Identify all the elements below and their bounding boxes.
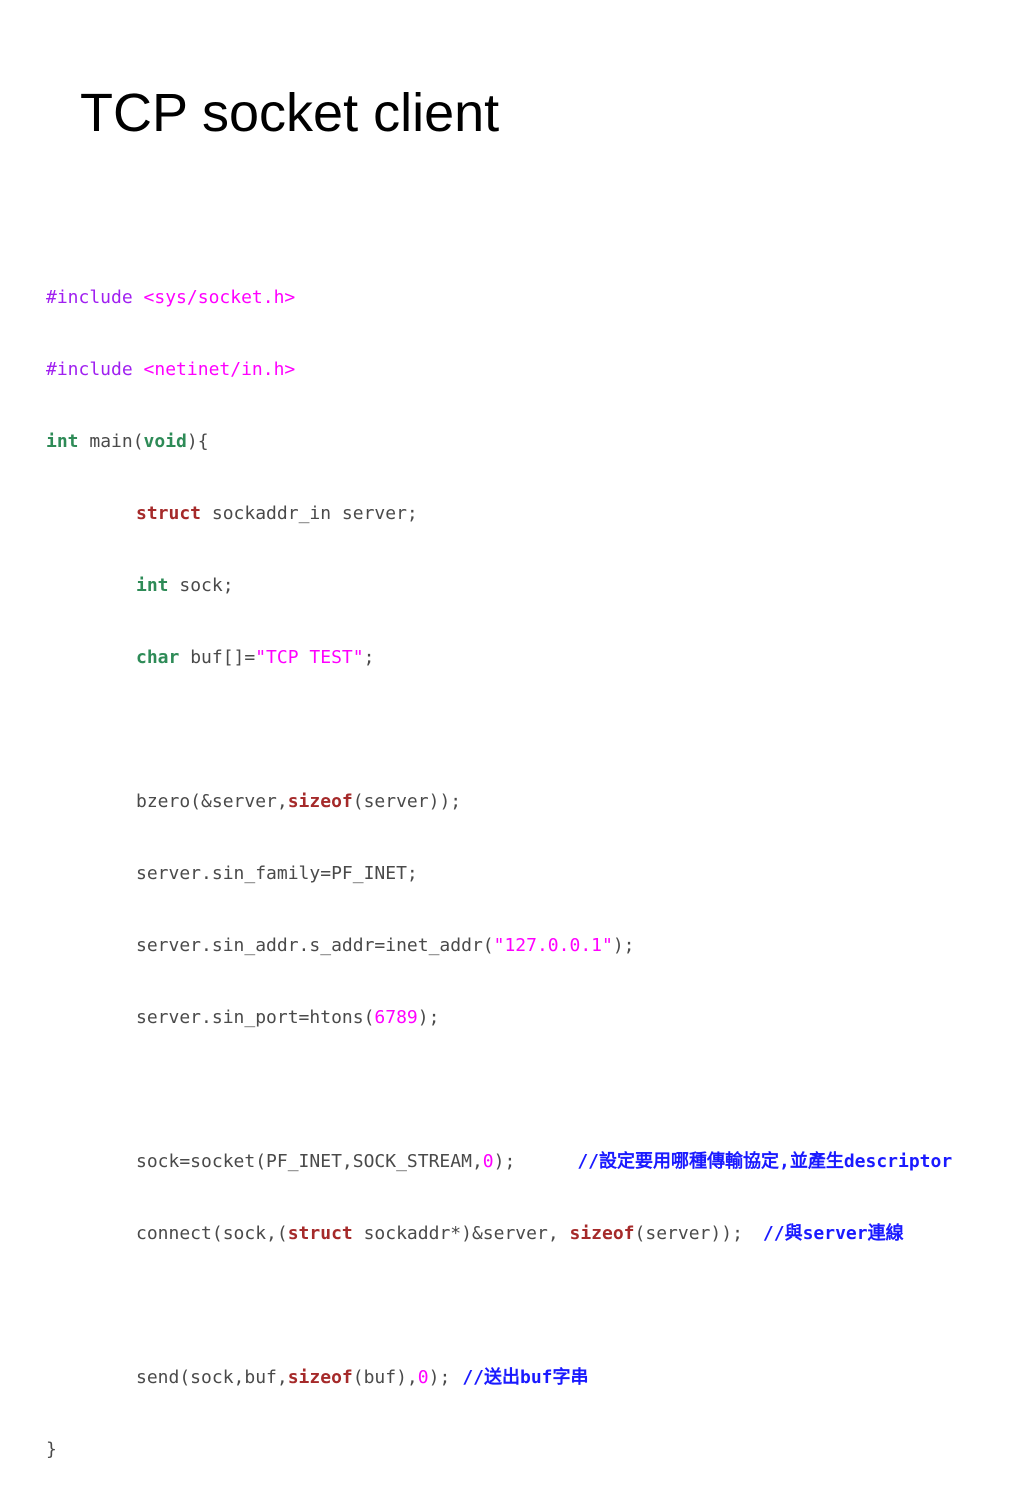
header-name: <sys/socket.h> <box>143 287 296 308</box>
keyword-sizeof: sizeof <box>287 1367 353 1388</box>
code-line-8: bzero(&server,sizeof(server)); <box>46 790 952 814</box>
code-text: buf[]= <box>179 647 256 668</box>
code-text: ); <box>612 935 635 956</box>
code-text: bzero(&server, <box>136 791 288 812</box>
number-literal: 0 <box>417 1367 429 1388</box>
code-line-16: send(sock,buf,sizeof(buf),0); //送出buf字串 <box>46 1366 952 1390</box>
code-line-17: } <box>46 1438 952 1462</box>
code-text: (server)); <box>352 791 462 812</box>
code-text: main( <box>78 431 144 452</box>
code-line-10: server.sin_addr.s_addr=inet_addr("127.0.… <box>46 934 952 958</box>
code-text: server.sin_port=htons( <box>136 1007 375 1028</box>
keyword-int: int <box>46 431 79 452</box>
code-line-blank <box>46 718 952 742</box>
code-text: sock=socket(PF_INET,SOCK_STREAM, <box>136 1151 483 1172</box>
code-line-blank <box>46 1078 952 1102</box>
code-text: ; <box>363 647 375 668</box>
code-line-3: int main(void){ <box>46 430 952 454</box>
code-text: server.sin_addr.s_addr=inet_addr( <box>136 935 494 956</box>
code-line-5: int sock; <box>46 574 952 598</box>
keyword-sizeof: sizeof <box>569 1223 635 1244</box>
code-block: #include <sys/socket.h> #include <netine… <box>46 238 952 1486</box>
code-text: sockaddr*)&server, <box>352 1223 570 1244</box>
keyword-char: char <box>136 647 180 668</box>
number-literal: 6789 <box>374 1007 418 1028</box>
code-text: (buf), <box>352 1367 418 1388</box>
code-text: sockaddr_in server; <box>201 503 418 524</box>
code-text: ); <box>417 1007 440 1028</box>
keyword-struct: struct <box>287 1223 353 1244</box>
slide-title: TCP socket client <box>80 83 500 143</box>
keyword-sizeof: sizeof <box>287 791 353 812</box>
code-line-2: #include <netinet/in.h> <box>46 358 952 382</box>
code-comment: //送出buf字串 <box>462 1367 589 1388</box>
preprocessor-token: #include <box>46 359 144 380</box>
code-line-13: sock=socket(PF_INET,SOCK_STREAM,0); //設定要… <box>46 1150 952 1174</box>
code-line-6: char buf[]="TCP TEST"; <box>46 646 952 670</box>
header-name: <netinet/in.h> <box>143 359 296 380</box>
code-text: connect(sock,( <box>136 1223 288 1244</box>
code-comment: //與server連線 <box>762 1223 904 1244</box>
code-text: } <box>46 1439 57 1460</box>
code-line-9: server.sin_family=PF_INET; <box>46 862 952 886</box>
code-line-11: server.sin_port=htons(6789); <box>46 1006 952 1030</box>
code-text: ){ <box>186 431 209 452</box>
code-line-14: connect(sock,(struct sockaddr*)&server, … <box>46 1222 952 1246</box>
code-text: server.sin_family=PF_INET; <box>136 863 418 884</box>
code-text: send(sock,buf, <box>136 1367 288 1388</box>
number-literal: 0 <box>482 1151 494 1172</box>
code-line-blank <box>46 1294 952 1318</box>
code-text: (server)); <box>634 1223 743 1244</box>
string-literal: "127.0.0.1" <box>493 935 613 956</box>
keyword-void: void <box>143 431 187 452</box>
code-comment: //設定要用哪種傳輸協定,並產生descriptor <box>577 1151 953 1172</box>
code-line-4: struct sockaddr_in server; <box>46 502 952 526</box>
keyword-int: int <box>136 575 169 596</box>
code-text: ); <box>493 1151 516 1172</box>
string-literal: "TCP TEST" <box>255 647 364 668</box>
preprocessor-token: #include <box>46 287 144 308</box>
code-line-1: #include <sys/socket.h> <box>46 286 952 310</box>
code-text: ); <box>428 1367 451 1388</box>
code-text: sock; <box>168 575 234 596</box>
keyword-struct: struct <box>136 503 202 524</box>
